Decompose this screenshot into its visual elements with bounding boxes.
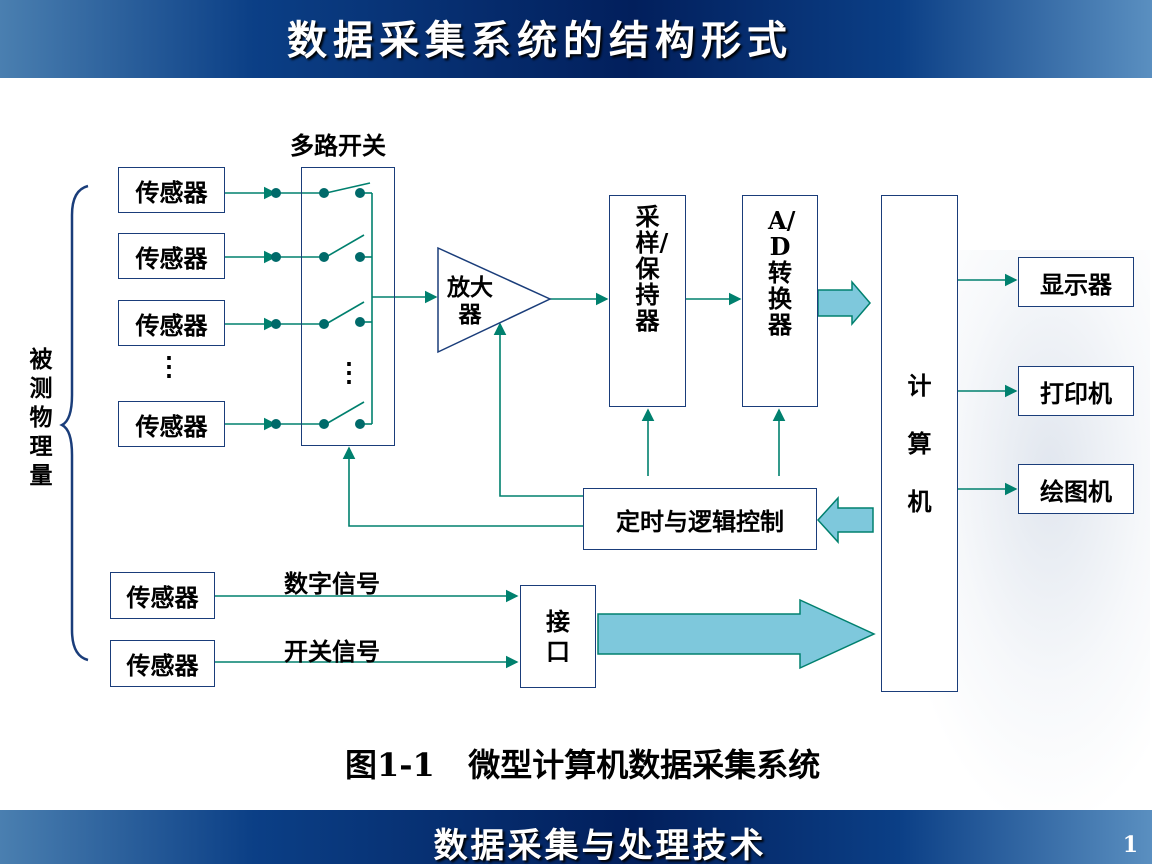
computer-label: 计算机	[907, 370, 932, 516]
left-brace	[59, 184, 89, 662]
switch-signal-label: 开关信号	[284, 637, 380, 666]
slide-title: 数据采集系统的结构形式	[287, 17, 793, 64]
timing-logic-box: 定时与逻辑控制	[583, 488, 817, 550]
sensor-digital: 传感器	[110, 572, 215, 619]
computer-to-timing-arrow	[816, 496, 874, 544]
sample-hold-label: 采样/保持器	[635, 202, 669, 335]
mux-label: 多路开关	[290, 131, 386, 160]
sample-hold-box: 采样/保持器	[609, 195, 686, 407]
ad-converter-label: A/D转换器	[768, 206, 796, 339]
interface-to-computer-arrow	[597, 598, 876, 670]
sensor-1: 传感器	[118, 167, 225, 213]
interface-box: 接口	[520, 585, 596, 688]
sensor-ellipsis: ⋮	[156, 352, 182, 382]
printer-box: 打印机	[1018, 366, 1134, 416]
sensor-3: 传感器	[118, 300, 225, 346]
sensor-switch: 传感器	[110, 640, 215, 687]
display-box: 显示器	[1018, 257, 1134, 307]
ad-to-computer-arrow	[817, 279, 871, 327]
figure-caption: 图1-1 微型计算机数据采集系统	[345, 746, 821, 784]
amplifier-label: 放大器	[447, 274, 493, 328]
sensor-4: 传感器	[118, 401, 225, 447]
sensor-2: 传感器	[118, 233, 225, 279]
header-bar: 数据采集系统的结构形式	[0, 0, 1152, 78]
mux-box	[301, 167, 395, 446]
measured-quantity-label: 被测物理量	[29, 346, 53, 489]
mux-ellipsis: ⋮	[336, 358, 362, 388]
digital-signal-label: 数字信号	[284, 569, 380, 598]
amplifier-triangle	[437, 246, 552, 354]
computer-box: 计算机	[881, 195, 958, 692]
footer-bar: 数据采集与处理技术 1	[0, 810, 1152, 866]
footer-title: 数据采集与处理技术	[433, 826, 767, 866]
interface-label: 接口	[546, 606, 570, 666]
page-number: 1	[1122, 832, 1138, 858]
plotter-box: 绘图机	[1018, 464, 1134, 514]
ad-converter-box: A/D转换器	[742, 195, 818, 407]
